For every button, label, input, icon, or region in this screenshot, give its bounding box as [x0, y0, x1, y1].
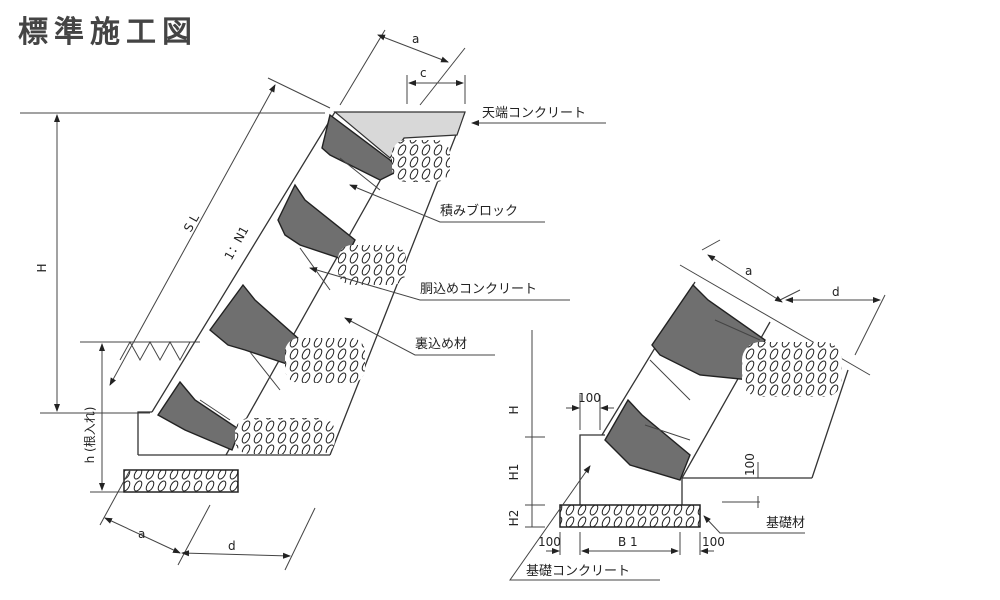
page-title: 標準施工図 [18, 15, 198, 50]
a-top-dimension [377, 34, 449, 63]
block [604, 398, 691, 481]
slope-length-dimension [109, 84, 276, 386]
extension-line [339, 29, 386, 106]
leader-line [309, 267, 570, 301]
block [651, 283, 766, 381]
offset-left-label: 100 [538, 535, 561, 549]
d-label: d [832, 285, 840, 299]
offset-back-label: 100 [743, 453, 757, 476]
height-label: H [35, 263, 49, 272]
extension-line [854, 294, 886, 356]
block-back-line [225, 137, 405, 456]
d-bottom-dimension [181, 550, 291, 559]
a-bottom-dimension [104, 517, 181, 554]
extension-line [419, 47, 466, 106]
foundation-material-label: 基礎材 [766, 516, 805, 531]
extension-line [267, 77, 331, 109]
a-bottom-label: a [138, 527, 145, 541]
backfill-stones [742, 342, 842, 397]
block-label: 積みブロック [440, 203, 518, 219]
block [209, 283, 301, 366]
backfill-back-line [811, 369, 849, 479]
d-bottom-label: d [228, 539, 236, 553]
block [156, 380, 241, 451]
slope-length-label: S L [181, 211, 202, 234]
fill-concrete-label: 胴込めコンクリート [420, 282, 537, 297]
B1-label: B 1 [618, 535, 638, 549]
foundation-concrete-label: 基礎コンクリート [526, 564, 630, 579]
right-section-diagram: a d H H1 H2 100 100 [507, 239, 886, 581]
extension-line [701, 239, 721, 251]
a-dimension [707, 254, 783, 303]
crown-concrete-label: 天端コンクリート [482, 106, 586, 121]
stone-cluster [285, 338, 365, 383]
backfill-stones [235, 140, 450, 454]
joint-lines [644, 319, 761, 441]
base-concrete [579, 434, 605, 505]
ground-hatch [119, 340, 191, 362]
c-label: c [420, 66, 427, 80]
H-label: H [507, 405, 521, 414]
front-face [151, 111, 336, 413]
extension-line [177, 504, 211, 566]
stone-cluster [392, 140, 450, 182]
offset-top-label: 100 [578, 391, 601, 405]
leader-line [509, 465, 660, 581]
a-label: a [745, 264, 752, 278]
backfill-label: 裏込め材 [415, 337, 467, 352]
a-top-label: a [412, 32, 419, 46]
crown-concrete [333, 111, 466, 159]
base-concrete [137, 411, 152, 455]
embedment-label: h (根入れ) [83, 407, 97, 464]
extension-line [99, 469, 131, 526]
leader-line [349, 184, 545, 223]
block [277, 183, 356, 261]
foundation-gravel [123, 469, 239, 493]
extension-line [284, 507, 316, 571]
leader-line [703, 515, 805, 534]
offset-right-label: 100 [702, 535, 725, 549]
extension-line [779, 289, 801, 301]
stone-cluster [235, 418, 335, 454]
foundation-gravel [559, 504, 701, 528]
leader-line [344, 317, 495, 356]
left-section-diagram: H h (根入れ) S L 1：N1 a c [20, 29, 606, 571]
H1-label: H1 [507, 464, 521, 481]
H2-label: H2 [507, 510, 521, 527]
stone-cluster [338, 245, 406, 285]
block [321, 113, 402, 181]
